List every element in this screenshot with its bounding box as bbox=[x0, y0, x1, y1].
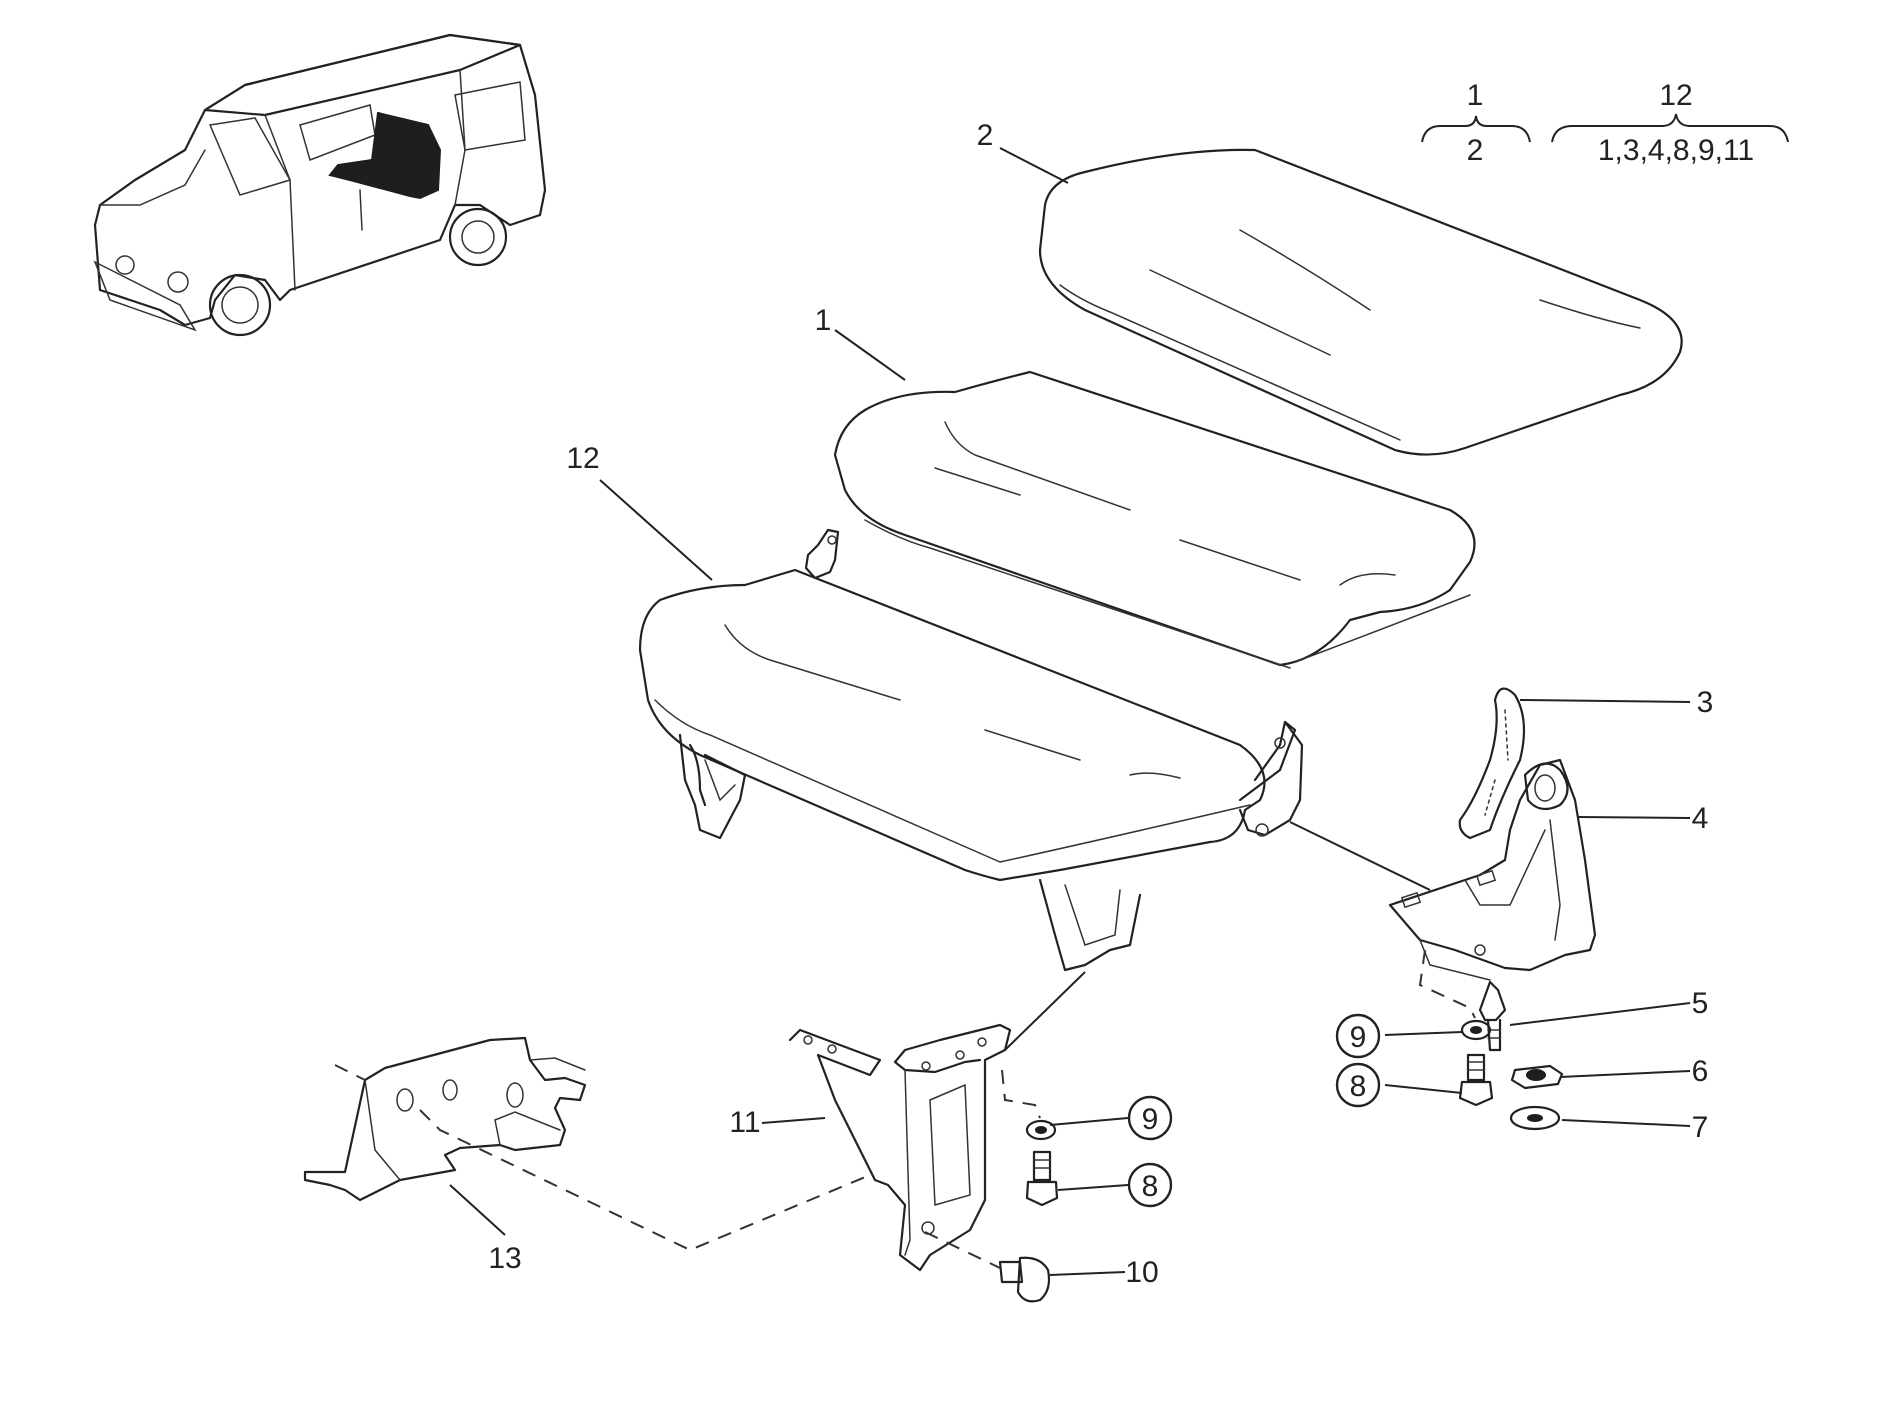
assembly-line-11-bolt bbox=[1001, 1069, 1041, 1119]
shoulder-bolt bbox=[998, 1256, 1051, 1303]
legend-right-top: 12 bbox=[1659, 79, 1692, 112]
callout-9-right: 9 bbox=[1350, 1021, 1367, 1054]
washer-middle bbox=[1025, 1119, 1057, 1141]
seat-mounting-bracket bbox=[1388, 758, 1597, 981]
seat-cushion bbox=[833, 370, 1476, 669]
callout-1: 1 bbox=[815, 304, 832, 337]
legend-left-bottom: 2 bbox=[1467, 134, 1484, 167]
callout-8-middle: 8 bbox=[1142, 1170, 1159, 1203]
callout-8-circle-middle bbox=[1127, 1162, 1173, 1208]
legend-right-bottom: 1,3,4,8,9,11 bbox=[1598, 134, 1754, 167]
floor-bracket bbox=[303, 1036, 587, 1202]
vehicle-thumbnail bbox=[93, 33, 547, 337]
bolt-middle bbox=[1025, 1150, 1059, 1207]
stud-bolt bbox=[1478, 980, 1507, 1052]
assembly-legend: 1 2 12 1,3,4,8,9,11 bbox=[1421, 79, 1789, 167]
callout-8-right: 8 bbox=[1350, 1070, 1367, 1103]
seat-bench-assembly bbox=[638, 528, 1304, 972]
callout-9-circle-middle bbox=[1127, 1095, 1173, 1141]
callout-7: 7 bbox=[1692, 1111, 1709, 1144]
callout-12: 12 bbox=[566, 442, 599, 475]
callout-8-circle-right bbox=[1335, 1062, 1381, 1108]
washer-right bbox=[1460, 1019, 1492, 1041]
legend-left-brace bbox=[1421, 115, 1531, 143]
callout-2: 2 bbox=[977, 119, 994, 152]
flat-washer bbox=[1509, 1105, 1561, 1131]
legend-left-top: 1 bbox=[1467, 79, 1484, 112]
callout-3: 3 bbox=[1697, 686, 1714, 719]
callout-6: 6 bbox=[1692, 1055, 1709, 1088]
callout-5: 5 bbox=[1692, 987, 1709, 1020]
nut bbox=[1510, 1064, 1564, 1090]
callout-10: 10 bbox=[1125, 1256, 1158, 1289]
callout-9-circle-right bbox=[1335, 1013, 1381, 1059]
callout-9-middle: 9 bbox=[1142, 1103, 1159, 1136]
seat-belt-strap bbox=[1458, 687, 1526, 840]
legend-right-brace bbox=[1551, 113, 1789, 143]
leg-bracket bbox=[788, 1023, 1012, 1272]
assembly-line-10 bbox=[924, 1231, 1001, 1269]
assembly-line-13-to-11 bbox=[419, 1109, 871, 1252]
callout-4: 4 bbox=[1692, 802, 1709, 835]
callout-11: 11 bbox=[729, 1106, 760, 1139]
backrest-cushion bbox=[1038, 148, 1683, 456]
callout-13: 13 bbox=[488, 1242, 521, 1275]
leader-lines bbox=[449, 147, 1691, 1276]
assembly-line-13-top bbox=[334, 1064, 366, 1081]
bolt-right bbox=[1458, 1053, 1494, 1107]
